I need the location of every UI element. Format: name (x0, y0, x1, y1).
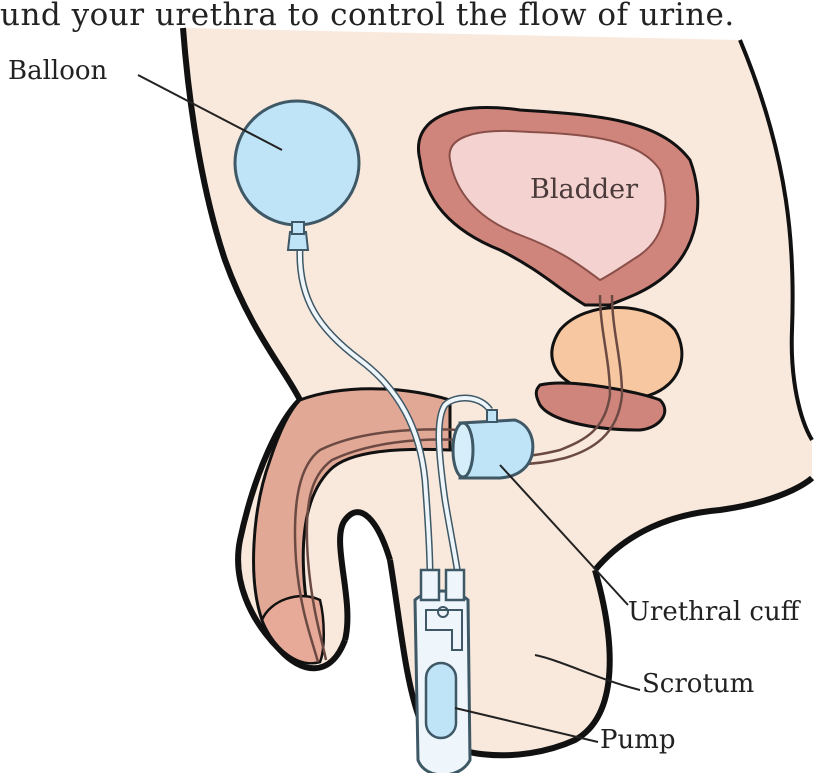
scrotum-label: Scrotum (642, 669, 754, 699)
urethral-cuff-label: Urethral cuff (628, 597, 802, 627)
pump-device (415, 570, 470, 773)
bladder-label: Bladder (530, 174, 638, 205)
caption-text: und your urethra to control the flow of … (0, 0, 735, 33)
balloon-label: Balloon (8, 56, 108, 86)
pump-label: Pump (600, 725, 676, 755)
